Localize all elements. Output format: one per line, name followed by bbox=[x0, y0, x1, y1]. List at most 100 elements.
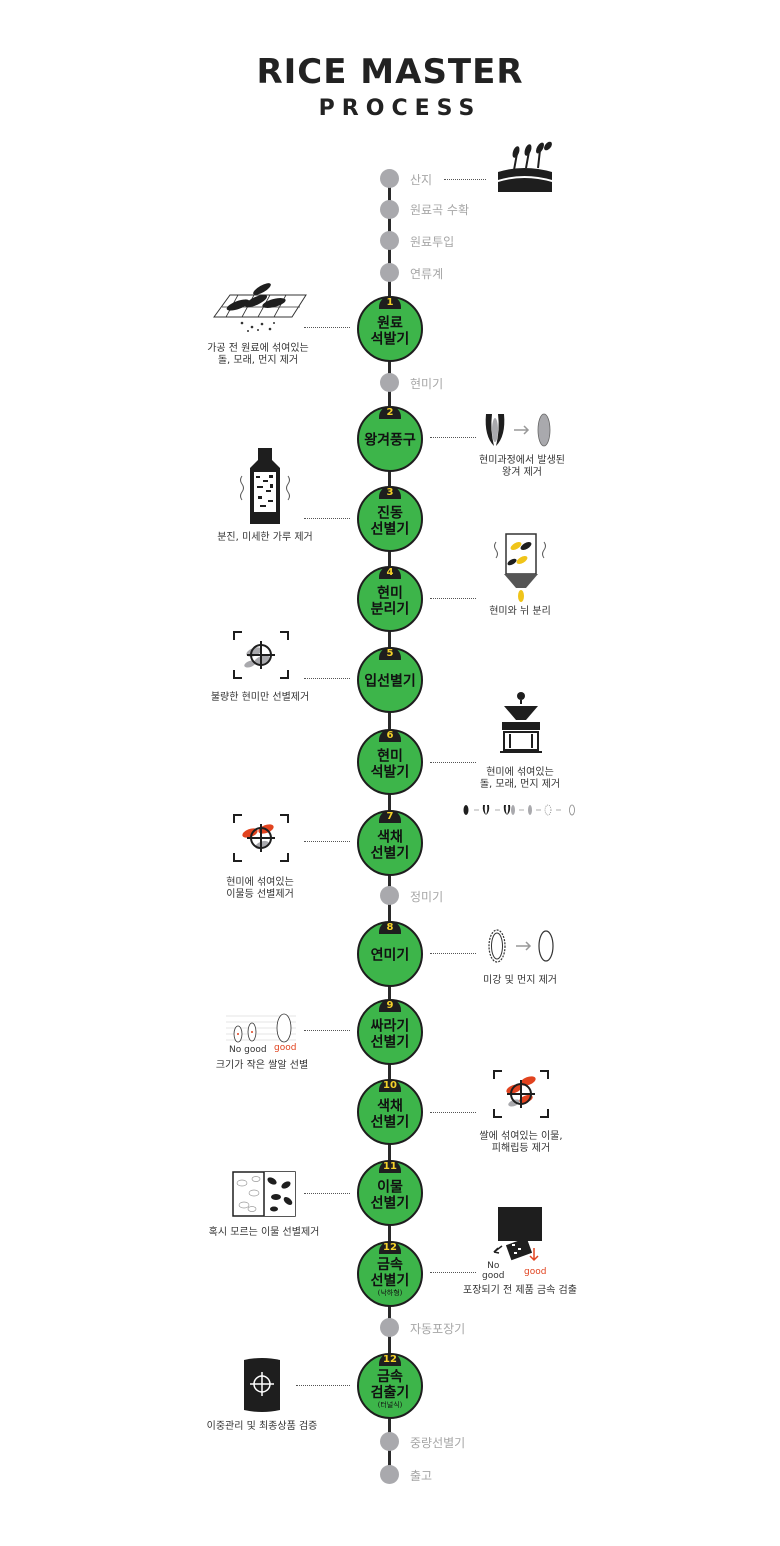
step-name: 입선별기 bbox=[364, 673, 416, 690]
leader-line bbox=[430, 1272, 476, 1273]
step-number-badge: 6 bbox=[379, 729, 401, 742]
step-note: (터널식) bbox=[377, 1400, 403, 1409]
step-name: 연미기 bbox=[370, 947, 410, 964]
process-step-5: 5 입선별기 bbox=[357, 647, 423, 713]
step-note: (낙하형) bbox=[377, 1288, 403, 1297]
step-number-badge: 11 bbox=[379, 1160, 401, 1173]
color-sorter-target-icon bbox=[493, 1070, 549, 1118]
process-step-8: 8 연미기 bbox=[357, 921, 423, 987]
page-title: RICE MASTER bbox=[256, 52, 524, 92]
leader-line bbox=[304, 841, 350, 842]
step-caption: 현미와 뉘 분리 bbox=[489, 606, 551, 617]
leader-line bbox=[304, 1193, 350, 1194]
process-step-3: 3 진동 선별기 bbox=[357, 486, 423, 552]
stone-removal-machine-icon bbox=[500, 692, 542, 753]
leader-line bbox=[444, 179, 486, 180]
target-scan-icon bbox=[233, 631, 289, 679]
leader-line bbox=[430, 437, 476, 438]
step-caption: 현미에 섞여있는 돌, 모래, 먼지 제거 bbox=[479, 767, 561, 790]
color-sorter-target-icon bbox=[233, 814, 289, 862]
husk-removal-icon bbox=[485, 413, 551, 447]
minor-step-label: 정미기 bbox=[410, 890, 444, 904]
minor-step-dot bbox=[380, 200, 399, 219]
process-step-1: 1 원료 석발기 bbox=[357, 296, 423, 362]
step-caption: 이중관리 및 최종상품 검증 bbox=[206, 1421, 318, 1432]
process-step-11: 11 이물 선별기 bbox=[357, 1160, 423, 1226]
process-step-2: 2 왕겨풍구 bbox=[357, 406, 423, 472]
step-caption: 가공 전 원료에 섞여있는 돌, 모래, 먼지 제거 bbox=[207, 343, 309, 366]
step-number-badge: 5 bbox=[379, 647, 401, 660]
process-step-9: 9 싸라기 선별기 bbox=[357, 999, 423, 1065]
process-step-6: 6 현미 석발기 bbox=[357, 729, 423, 795]
minor-step-dot bbox=[380, 1432, 399, 1451]
leader-line bbox=[304, 518, 350, 519]
step-name: 색채 선별기 bbox=[370, 1098, 410, 1131]
minor-step-label: 원료투입 bbox=[410, 235, 455, 249]
leader-line bbox=[304, 678, 350, 679]
farm-field-icon bbox=[498, 141, 552, 192]
page-subtitle: PROCESS bbox=[318, 96, 482, 121]
minor-step-dot bbox=[380, 263, 399, 282]
step-number-badge: 4 bbox=[379, 566, 401, 579]
rice-polishing-sequence-icon bbox=[463, 804, 575, 816]
step-name: 이물 선별기 bbox=[370, 1179, 410, 1212]
step-caption: 현미과정에서 발생된 왕겨 제거 bbox=[479, 455, 565, 478]
step-name-text: 금속 선별기 bbox=[370, 1256, 410, 1289]
foreign-matter-sorter-icon bbox=[232, 1171, 296, 1217]
step-name: 왕겨풍구 bbox=[364, 432, 416, 449]
step-name: 싸라기 선별기 bbox=[370, 1018, 410, 1051]
process-step-12-tunnel: 12 금속 검출기(터널식) bbox=[357, 1353, 423, 1419]
process-step-10: 10 색채 선별기 bbox=[357, 1079, 423, 1145]
bran-removal-icon bbox=[488, 929, 554, 963]
vibration-sifter-icon bbox=[240, 448, 290, 524]
step-caption: 현미에 섞여있는 이물등 선별제거 bbox=[226, 877, 294, 900]
step-number-badge: 2 bbox=[379, 406, 401, 419]
no-good-label: No good bbox=[229, 1045, 267, 1055]
minor-step-dot bbox=[380, 1318, 399, 1337]
step-name: 원료 석발기 bbox=[370, 315, 410, 348]
step-number-badge: 9 bbox=[379, 999, 401, 1012]
step-number-badge: 8 bbox=[379, 921, 401, 934]
minor-step-dot bbox=[380, 169, 399, 188]
step-number-badge: 10 bbox=[379, 1079, 401, 1092]
step-caption: 불량한 현미만 선별제거 bbox=[210, 692, 310, 703]
leader-line bbox=[304, 327, 350, 328]
step-name: 금속 검출기(터널식) bbox=[359, 1369, 421, 1410]
step-caption: 쌀에 섞여있는 이물, 피해립등 제거 bbox=[479, 1131, 563, 1154]
step-name: 현미 분리기 bbox=[370, 585, 410, 618]
step-caption: 크기가 작은 쌀알 선별 bbox=[215, 1060, 309, 1071]
step-name-text: 금속 검출기 bbox=[370, 1368, 410, 1401]
packaged-bag-scan-icon bbox=[244, 1358, 280, 1412]
step-name: 금속 선별기(낙하형) bbox=[359, 1257, 421, 1298]
leader-line bbox=[430, 953, 476, 954]
minor-step-label: 자동포장기 bbox=[410, 1322, 466, 1336]
minor-step-dot bbox=[380, 1465, 399, 1484]
step-number-badge: 3 bbox=[379, 486, 401, 499]
minor-step-label: 산지 bbox=[410, 173, 433, 187]
leader-line bbox=[430, 762, 476, 763]
leader-line bbox=[304, 1030, 350, 1031]
process-step-4: 4 현미 분리기 bbox=[357, 566, 423, 632]
leader-line bbox=[430, 1112, 476, 1113]
step-name: 진동 선별기 bbox=[370, 505, 410, 538]
minor-step-label: 현미기 bbox=[410, 377, 444, 391]
separator-icon bbox=[494, 533, 546, 602]
minor-step-label: 연류계 bbox=[410, 267, 444, 281]
step-number-badge: 1 bbox=[379, 296, 401, 309]
step-caption: 분진, 미세한 가루 제거 bbox=[217, 532, 313, 543]
step-caption: 포장되기 전 제품 금속 검출 bbox=[463, 1285, 577, 1296]
no-good-label: No good bbox=[482, 1261, 505, 1281]
leader-line bbox=[296, 1385, 350, 1386]
step-number-badge: 12 bbox=[379, 1353, 401, 1366]
process-step-12-drop: 12 금속 선별기(낙하형) bbox=[357, 1241, 423, 1307]
leader-line bbox=[430, 598, 476, 599]
minor-step-dot bbox=[380, 231, 399, 250]
step-name: 현미 석발기 bbox=[370, 748, 410, 781]
step-name: 색채 선별기 bbox=[370, 829, 410, 862]
metal-detector-icon bbox=[493, 1207, 542, 1262]
good-label: good bbox=[274, 1043, 297, 1053]
step-number-badge: 7 bbox=[379, 810, 401, 823]
grain-sieve-icon bbox=[213, 283, 307, 332]
broken-rice-sieve-icon bbox=[226, 1013, 296, 1043]
minor-step-dot bbox=[380, 886, 399, 905]
